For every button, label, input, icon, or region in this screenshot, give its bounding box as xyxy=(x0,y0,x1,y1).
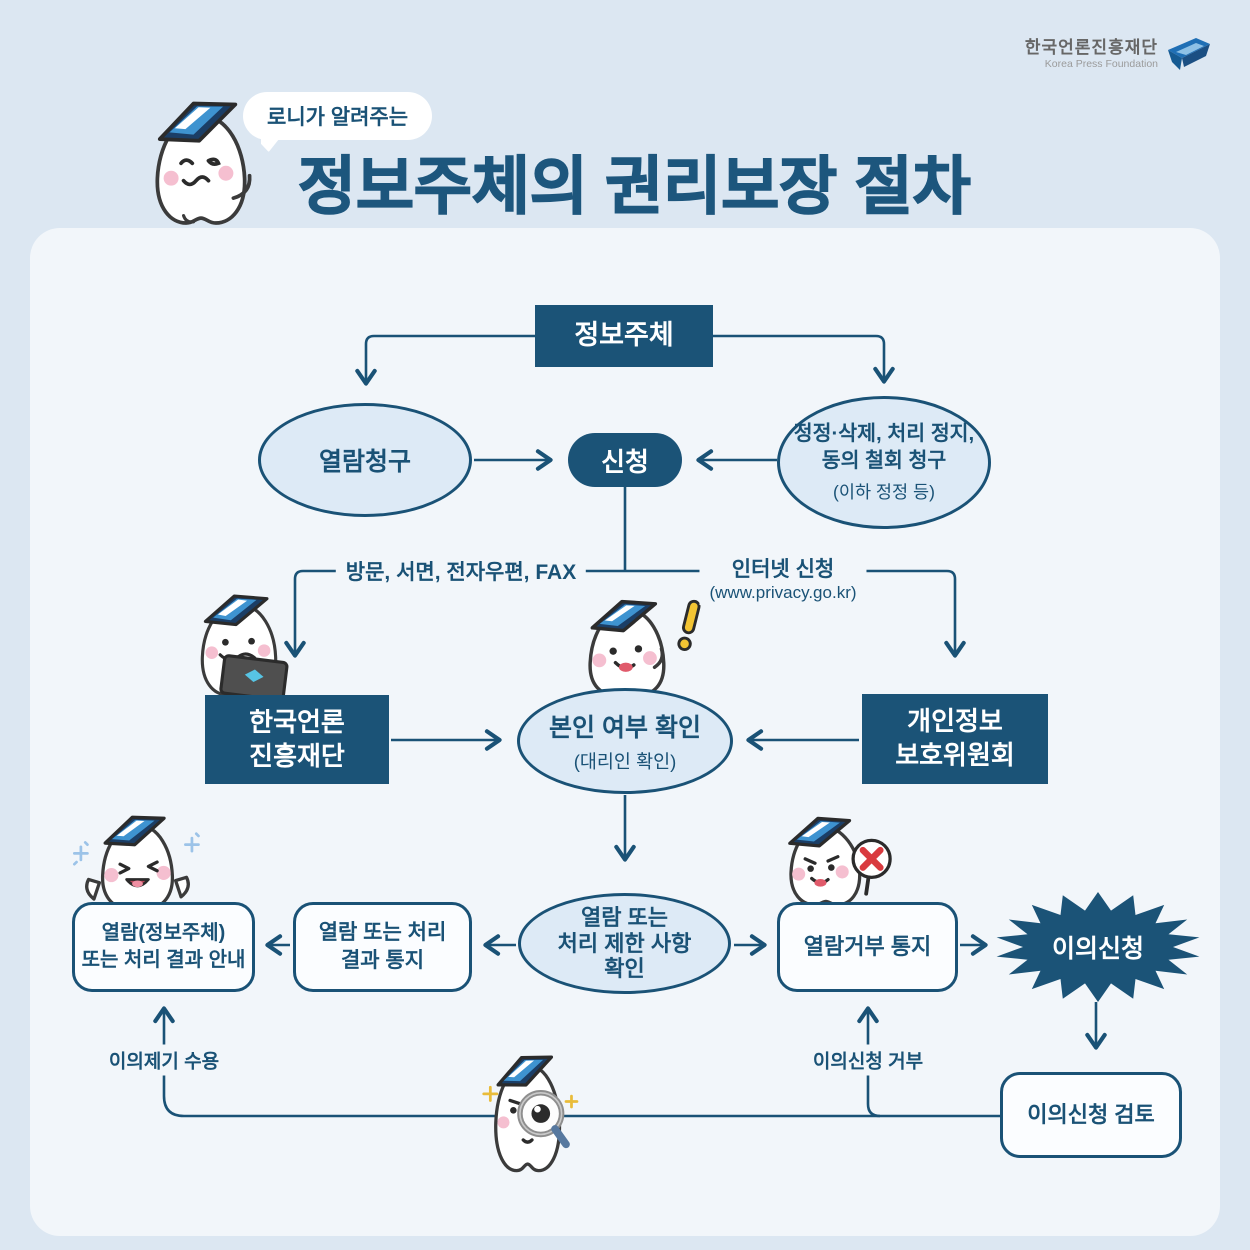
starburst-icon xyxy=(996,892,1200,1002)
result-notice-line2: 결과 통지 xyxy=(340,949,425,972)
objection-review-label: 이의신청 검토 xyxy=(1027,1101,1155,1127)
node-result-guide: 열람(정보주체) 또는 처리 결과 안내 xyxy=(72,902,255,992)
label-offline-methods: 방문, 서면, 전자우편, FAX xyxy=(335,554,587,588)
node-result-notice: 열람 또는 처리 결과 통지 xyxy=(293,902,472,992)
node-restriction-check: 열람 또는 처리 제한 사항 확인 xyxy=(518,893,731,994)
label-objection-accepted-text: 이의제기 수용 xyxy=(108,1051,220,1073)
restriction-line1: 열람 또는 xyxy=(580,904,669,930)
identity-check-label: 본인 여부 확인 xyxy=(549,714,701,742)
objection-label: 이의신청 xyxy=(1051,935,1144,963)
node-pipc: 개인정보 보호위원회 xyxy=(862,694,1048,784)
correction-note: (이하 정정 등) xyxy=(833,481,935,502)
roni-laptop-mascot-icon xyxy=(176,592,302,704)
label-internet-apply-text: 인터넷 신청 xyxy=(731,558,835,581)
node-objection-starburst: 이의신청 xyxy=(993,890,1203,1004)
roni-deny-mascot-icon xyxy=(766,813,901,908)
node-kpf: 한국언론 진흥재단 xyxy=(205,695,389,784)
result-notice-line1: 열람 또는 처리 xyxy=(318,920,447,944)
restriction-line3: 확인 xyxy=(604,956,645,982)
label-objection-refused: 이의신청 거부 xyxy=(802,1044,934,1076)
refusal-notice-label: 열람거부 통지 xyxy=(803,933,932,959)
node-apply: 신청 xyxy=(568,433,682,487)
speech-bubble: 로니가 알려주는 xyxy=(243,92,433,140)
page-title: 정보주체의 권리보장 절차 xyxy=(297,151,971,223)
node-identity-check: 본인 여부 확인 (대리인 확인) xyxy=(517,688,733,794)
kpf-line2: 진흥재단 xyxy=(249,740,345,771)
roni-happy-mascot-icon xyxy=(70,814,205,910)
folded-flag-icon xyxy=(1168,38,1210,70)
node-refusal-notice: 열람거부 통지 xyxy=(777,902,958,992)
node-view-request-label: 열람청구 xyxy=(318,448,411,476)
node-data-subject-label: 정보주체 xyxy=(574,320,674,351)
node-objection-review: 이의신청 검토 xyxy=(1000,1072,1182,1158)
label-internet-url: (www.privacy.go.kr) xyxy=(709,583,857,602)
node-correction-request: 정정·삭제, 처리 정지, 동의 철회 청구 (이하 정정 등) xyxy=(777,396,991,529)
node-data-subject: 정보주체 xyxy=(535,305,713,367)
speech-bubble-text: 로니가 알려주는 xyxy=(267,106,409,129)
roni-alert-mascot-icon xyxy=(560,596,710,697)
logo-subtitle: Korea Press Foundation xyxy=(1044,57,1158,70)
label-offline-methods-text: 방문, 서면, 전자우편, FAX xyxy=(345,561,577,584)
kpf-logo: 한국언론진흥재단 Korea Press Foundation xyxy=(1025,36,1212,72)
label-objection-refused-text: 이의신청 거부 xyxy=(812,1051,924,1073)
kpf-line1: 한국언론 xyxy=(249,706,345,737)
roni-wink-mascot-icon xyxy=(126,96,276,238)
pipc-line2: 보호위원회 xyxy=(895,740,1015,770)
roni-inspect-mascot-icon xyxy=(466,1050,598,1186)
result-guide-line1: 열람(정보주체) xyxy=(101,922,226,944)
node-apply-label: 신청 xyxy=(601,446,649,477)
restriction-line2: 처리 제한 사항 xyxy=(557,930,692,956)
pipc-line1: 개인정보 xyxy=(907,706,1003,737)
node-view-request: 열람청구 xyxy=(258,403,472,517)
correction-line1: 정정·삭제, 처리 정지, xyxy=(793,422,975,446)
identity-check-note: (대리인 확인) xyxy=(573,751,677,772)
correction-line2: 동의 철회 청구 xyxy=(821,449,947,472)
logo-name: 한국언론진흥재단 xyxy=(1024,38,1158,58)
label-internet-apply: 인터넷 신청 (www.privacy.go.kr) xyxy=(699,551,867,605)
result-guide-line2: 또는 처리 결과 안내 xyxy=(81,949,246,971)
label-objection-accepted: 이의제기 수용 xyxy=(98,1044,230,1076)
